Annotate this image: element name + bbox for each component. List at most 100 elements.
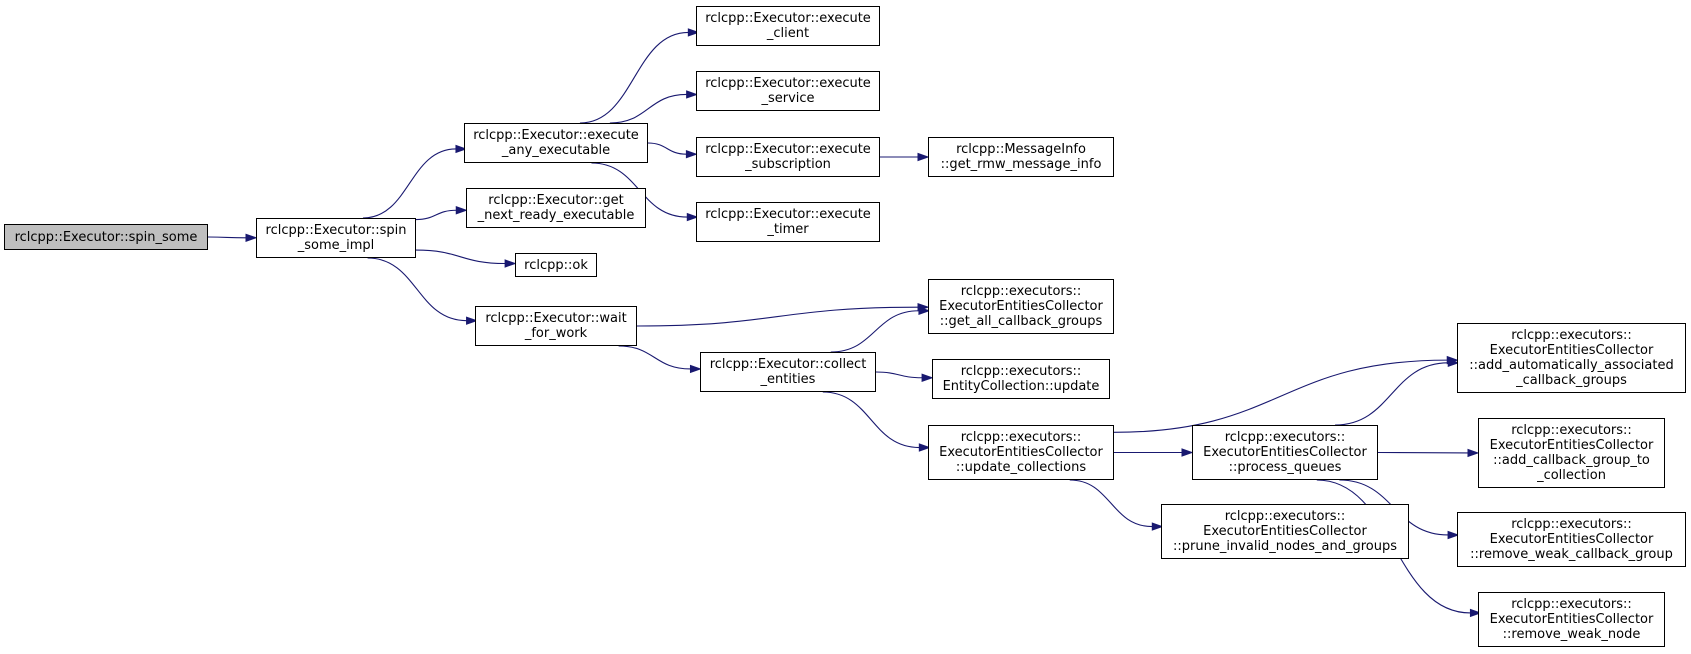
node-remove-weak-callback-group[interactable]: rclcpp::executors:: ExecutorEntitiesColl… <box>1457 512 1686 567</box>
arrowhead-spin_some_impl-to-get_next_ready_executable <box>455 206 468 215</box>
node-label: rclcpp::executors:: <box>1224 430 1346 445</box>
node-label: ExecutorEntitiesCollector <box>1203 445 1367 460</box>
arrowhead-spin_some_impl-to-execute_any_executable <box>455 144 468 154</box>
node-label: _service <box>761 91 815 106</box>
node-label: rclcpp::Executor::wait <box>485 311 627 326</box>
node-prune-invalid-nodes-and-groups[interactable]: rclcpp::executors:: ExecutorEntitiesColl… <box>1161 504 1409 559</box>
node-label: _any_executable <box>501 143 611 158</box>
node-label: rclcpp::Executor::spin_some <box>14 229 198 245</box>
node-execute-service[interactable]: rclcpp::Executor::execute _service <box>696 71 880 111</box>
node-execute-any-executable[interactable]: rclcpp::Executor::execute _any_executabl… <box>464 123 648 163</box>
arrowhead-execute_any_executable-to-execute_timer <box>686 212 699 222</box>
arrowhead-collect_entities-to-entity_collection_update <box>921 373 934 382</box>
edge-update_collections-to-prune_invalid <box>1069 479 1153 528</box>
node-entity-collection-update[interactable]: rclcpp::executors:: EntityCollection::up… <box>932 359 1110 399</box>
arrowhead-update_collections-to-process_queues <box>1181 448 1194 457</box>
node-label: _for_work <box>524 326 588 341</box>
node-get-rmw-message-info[interactable]: rclcpp::MessageInfo ::get_rmw_message_in… <box>928 137 1114 177</box>
edge-update_collections-to-add_auto_assoc <box>1113 359 1448 433</box>
node-add-automatically-associated-callback-groups[interactable]: rclcpp::executors:: ExecutorEntitiesColl… <box>1457 323 1686 393</box>
node-label: rclcpp::Executor::execute <box>705 142 871 157</box>
node-wait-for-work[interactable]: rclcpp::Executor::wait _for_work <box>475 306 637 346</box>
node-label: ::add_callback_group_to <box>1493 453 1650 468</box>
node-label: ExecutorEntitiesCollector <box>1489 343 1654 358</box>
node-label: ExecutorEntitiesCollector <box>1489 438 1654 453</box>
node-execute-client[interactable]: rclcpp::Executor::execute _client <box>696 6 880 46</box>
arrowhead-execute_any_executable-to-execute_subscription <box>685 149 698 159</box>
node-spin-some[interactable]: rclcpp::Executor::spin_some <box>4 224 208 250</box>
node-label: _callback_groups <box>1516 373 1627 388</box>
node-label: rclcpp::Executor::execute <box>705 76 871 91</box>
node-spin-some-impl[interactable]: rclcpp::Executor::spin _some_impl <box>256 218 416 258</box>
node-update-collections[interactable]: rclcpp::executors:: ExecutorEntitiesColl… <box>928 425 1114 480</box>
node-label: ExecutorEntitiesCollector <box>1203 524 1367 539</box>
arrowhead-process_queues-to-remove_weak_node <box>1469 608 1482 618</box>
node-label: ExecutorEntitiesCollector <box>939 445 1103 460</box>
arrowhead-execute_any_executable-to-execute_service <box>686 90 699 99</box>
node-collect-entities[interactable]: rclcpp::Executor::collect _entities <box>700 352 876 392</box>
arrowhead-update_collections-to-prune_invalid <box>1151 522 1164 531</box>
edge-spin_some_impl-to-wait_for_work <box>367 257 467 322</box>
node-label: ::prune_invalid_nodes_and_groups <box>1172 539 1398 554</box>
node-label: _some_impl <box>297 238 375 253</box>
edge-execute_any_executable-to-execute_client <box>579 31 689 124</box>
edge-collect_entities-to-entity_collection_update <box>875 371 923 379</box>
arrowhead-execute_any_executable-to-execute_client <box>687 28 700 37</box>
arrowhead-collect_entities-to-update_collections <box>918 443 931 452</box>
node-label: ::remove_weak_node <box>1502 627 1641 642</box>
node-label: rclcpp::executors:: <box>1511 597 1632 612</box>
node-label: rclcpp::executors:: <box>1511 423 1632 438</box>
node-label: _subscription <box>745 157 831 172</box>
arrowhead-spin_some-to-spin_some_impl <box>245 233 258 242</box>
node-label: _next_ready_executable <box>477 208 635 223</box>
node-label: ExecutorEntitiesCollector <box>1489 532 1654 547</box>
node-label: ::get_rmw_message_info <box>940 157 1102 172</box>
edge-collect_entities-to-get_all_callback_groups <box>830 310 919 353</box>
arrowhead-spin_some_impl-to-ok <box>504 259 517 268</box>
edge-collect_entities-to-update_collections <box>822 391 920 449</box>
node-execute-timer[interactable]: rclcpp::Executor::execute _timer <box>696 202 880 242</box>
edge-wait_for_work-to-get_all_callback_groups <box>636 306 919 327</box>
node-label: rclcpp::executors:: <box>1511 328 1632 343</box>
node-label: EntityCollection::update <box>942 379 1100 394</box>
node-label: rclcpp::executors:: <box>960 284 1082 299</box>
node-label: ::get_all_callback_groups <box>939 314 1103 329</box>
edge-spin_some_impl-to-get_next_ready_executable <box>415 209 457 221</box>
edge-spin_some_impl-to-ok <box>415 249 506 265</box>
node-label: ::process_queues <box>1228 460 1342 475</box>
node-label: rclcpp::executors:: <box>960 364 1082 379</box>
node-label: _client <box>766 26 810 41</box>
node-label: rclcpp::Executor::get <box>488 193 624 208</box>
edge-spin_some_impl-to-execute_any_executable <box>362 148 456 219</box>
node-add-callback-group-to-collection[interactable]: rclcpp::executors:: ExecutorEntitiesColl… <box>1478 418 1665 488</box>
node-rclcpp-ok[interactable]: rclcpp::ok <box>515 253 597 277</box>
node-label: ExecutorEntitiesCollector <box>939 299 1103 314</box>
node-label: _timer <box>767 222 809 237</box>
node-execute-subscription[interactable]: rclcpp::Executor::execute _subscription <box>696 137 880 177</box>
arrowhead-process_queues-to-remove_weak_cb <box>1447 530 1460 540</box>
node-label: rclcpp::Executor::execute <box>473 128 639 143</box>
node-label: rclcpp::executors:: <box>1224 509 1346 524</box>
arrowhead-execute_subscription-to-get_rmw_message_info <box>917 152 930 162</box>
edge-process_queues-to-add_auto_assoc <box>1335 362 1449 426</box>
arrowhead-collect_entities-to-get_all_callback_groups <box>918 306 931 315</box>
node-process-queues[interactable]: rclcpp::executors:: ExecutorEntitiesColl… <box>1192 425 1378 480</box>
node-get-all-callback-groups[interactable]: rclcpp::executors:: ExecutorEntitiesColl… <box>928 279 1114 334</box>
edge-spin_some-to-spin_some_impl <box>207 236 247 239</box>
node-label: rclcpp::executors:: <box>1511 517 1632 532</box>
node-label: ::remove_weak_callback_group <box>1470 547 1673 562</box>
arrowhead-wait_for_work-to-collect_entities <box>689 364 702 374</box>
node-label: ::update_collections <box>955 460 1087 475</box>
node-label: ::add_automatically_associated <box>1469 358 1674 373</box>
node-get-next-ready-executable[interactable]: rclcpp::Executor::get _next_ready_execut… <box>466 188 646 228</box>
node-label: rclcpp::Executor::collect <box>709 357 867 372</box>
node-remove-weak-node[interactable]: rclcpp::executors:: ExecutorEntitiesColl… <box>1478 592 1665 647</box>
node-label: rclcpp::executors:: <box>960 430 1082 445</box>
arrowhead-spin_some_impl-to-wait_for_work <box>466 316 479 325</box>
edge-execute_any_executable-to-execute_subscription <box>647 142 687 155</box>
node-label: rclcpp::Executor::execute <box>705 11 871 26</box>
node-label: rclcpp::Executor::spin <box>265 223 407 238</box>
node-label: _collection <box>1537 468 1606 483</box>
edge-wait_for_work-to-collect_entities <box>618 345 691 370</box>
node-label: rclcpp::Executor::execute <box>705 207 871 222</box>
